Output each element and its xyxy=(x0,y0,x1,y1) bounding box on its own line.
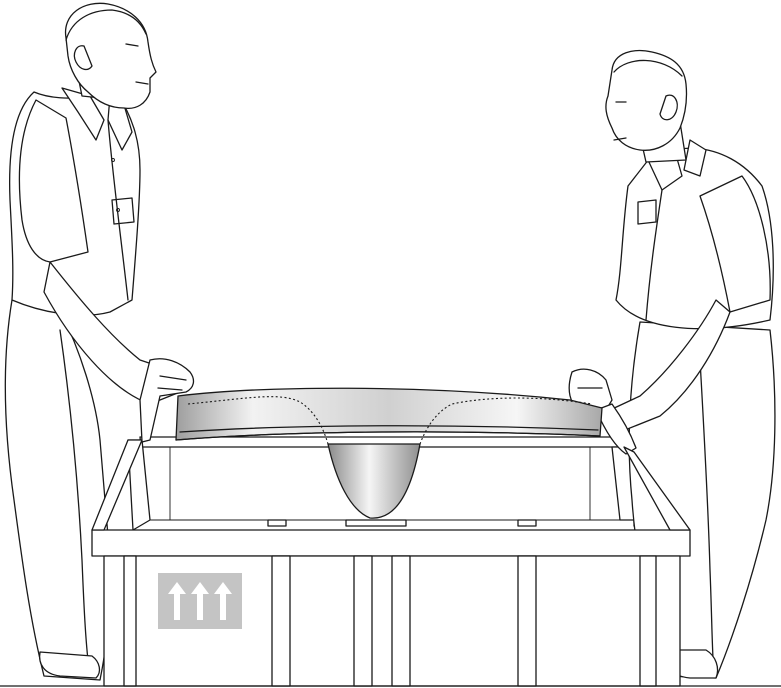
tub-liner xyxy=(176,388,602,518)
this-side-up-arrows-icon xyxy=(158,573,242,629)
